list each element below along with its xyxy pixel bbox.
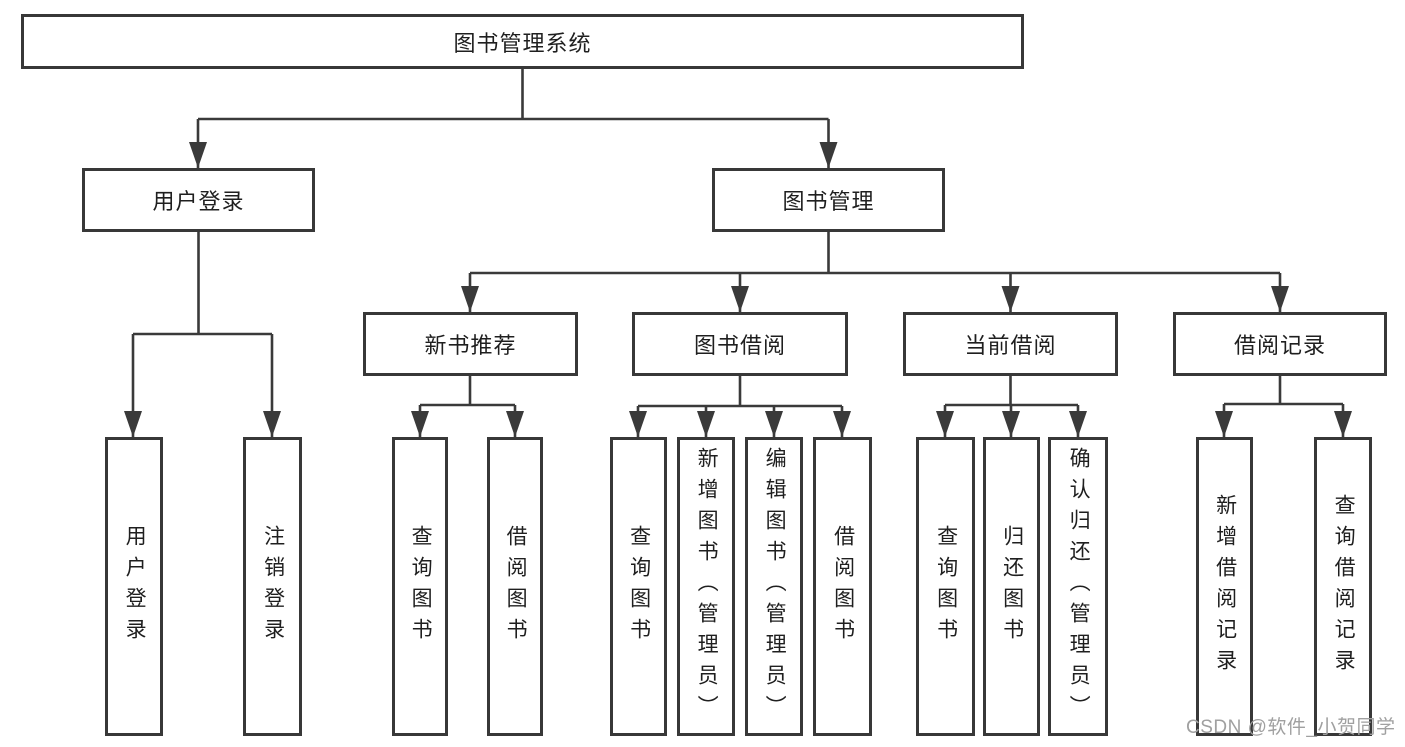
leaf-query-books-2: 查询图书 [610,437,667,736]
node-book-borrowing: 图书借阅 [632,312,848,376]
leaf-user-login: 用户登录 [105,437,163,736]
leaf-query-books-1: 查询图书 [392,437,448,736]
leaf-add-book-admin-label: 新增图书（管理员） [695,447,719,726]
leaf-logout-label: 注销登录 [261,524,285,649]
leaf-confirm-return-admin: 确认归还（管理员） [1048,437,1108,736]
leaf-return-books: 归还图书 [983,437,1040,736]
leaf-edit-book-admin: 编辑图书（管理员） [745,437,803,736]
node-root-label: 图书管理系统 [453,30,592,56]
watermark: CSDN @软件_小贺同学 [1186,717,1396,738]
node-book-borrowing-label: 图书借阅 [693,333,786,358]
leaf-return-books-label: 归还图书 [1000,524,1024,649]
node-user-login-label: 用户登录 [152,189,245,214]
leaf-borrow-books-2-label: 借阅图书 [831,524,855,649]
leaf-query-borrow-record: 查询借阅记录 [1314,437,1372,736]
leaf-query-books-3: 查询图书 [916,437,975,736]
leaf-add-borrow-record: 新增借阅记录 [1196,437,1253,736]
leaf-logout: 注销登录 [243,437,302,736]
leaf-query-books-1-label: 查询图书 [409,524,433,649]
leaf-user-login-label: 用户登录 [123,524,147,649]
node-borrowing-records: 借阅记录 [1173,312,1387,376]
node-book-management-label: 图书管理 [782,189,875,214]
node-new-book-recommend-label: 新书推荐 [424,333,517,358]
leaf-confirm-return-admin-label: 确认归还（管理员） [1067,447,1091,726]
leaf-edit-book-admin-label: 编辑图书（管理员） [763,447,787,726]
leaf-borrow-books-1-label: 借阅图书 [504,524,528,649]
leaf-query-books-2-label: 查询图书 [627,524,651,649]
leaf-borrow-books-2: 借阅图书 [813,437,872,736]
leaf-borrow-books-1: 借阅图书 [487,437,543,736]
leaf-add-book-admin: 新增图书（管理员） [677,437,735,736]
leaf-add-borrow-record-label: 新增借阅记录 [1213,493,1237,680]
node-current-borrowing: 当前借阅 [903,312,1118,376]
node-new-book-recommend: 新书推荐 [363,312,578,376]
leaf-query-borrow-record-label: 查询借阅记录 [1332,493,1356,680]
node-book-management: 图书管理 [712,168,945,232]
leaf-query-books-3-label: 查询图书 [934,524,958,649]
node-borrowing-records-label: 借阅记录 [1233,333,1326,358]
node-user-login: 用户登录 [82,168,315,232]
node-current-borrowing-label: 当前借阅 [964,333,1057,358]
node-root: 图书管理系统 [21,14,1024,69]
